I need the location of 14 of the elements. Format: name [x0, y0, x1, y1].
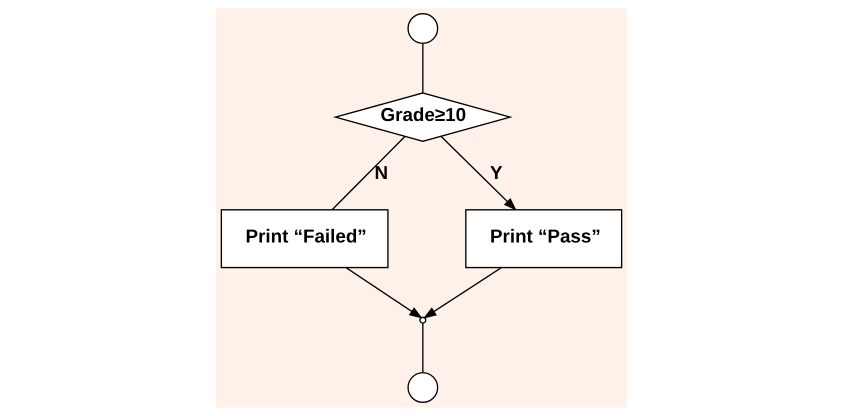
node-circle: [407, 372, 438, 403]
edge-label: N: [374, 162, 388, 184]
arrow: [423, 267, 502, 319]
node-circle: [407, 13, 438, 44]
connector: [332, 136, 406, 210]
arrow: [440, 136, 517, 211]
node-point: [419, 316, 426, 324]
node-diamond: Grade≥10: [332, 92, 513, 142]
edge-label: Y: [490, 162, 503, 184]
connector: [422, 43, 424, 93]
arrow: [346, 267, 423, 319]
node-box: Print “Failed”: [220, 209, 389, 268]
connector: [422, 323, 424, 372]
node-box: Print “Pass”: [465, 209, 622, 268]
